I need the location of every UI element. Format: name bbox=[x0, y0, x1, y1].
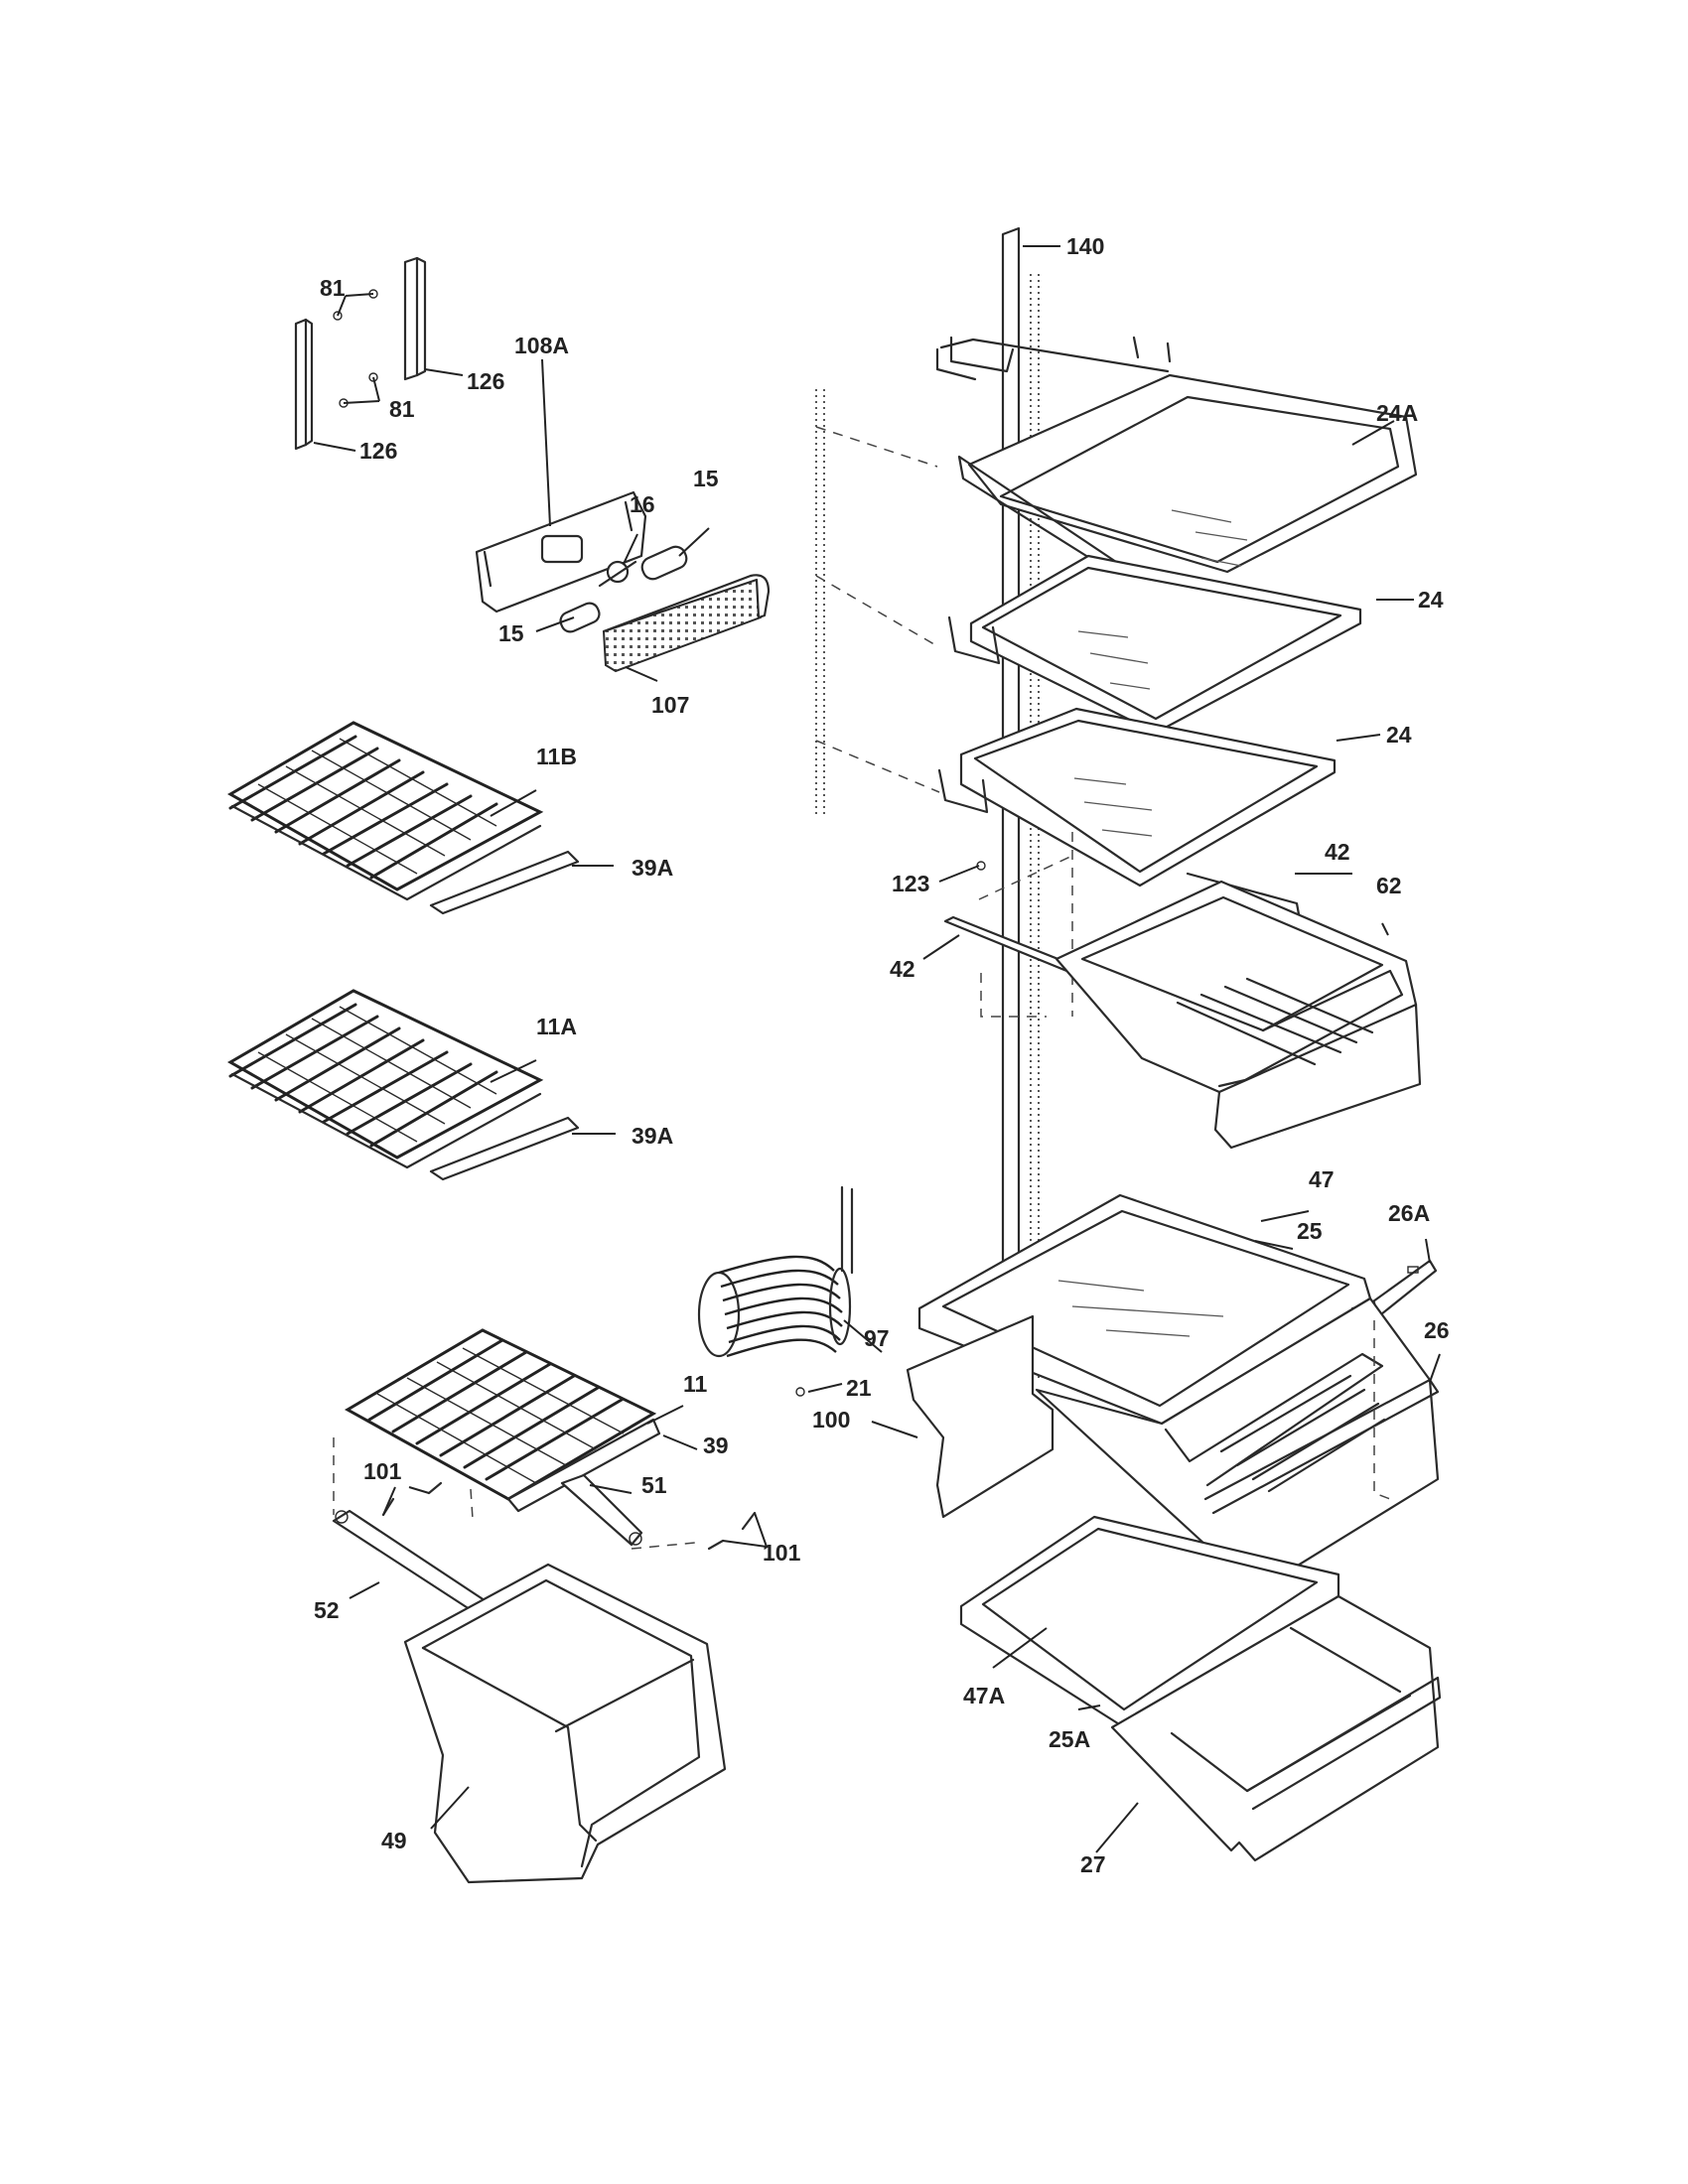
part-140-shelf-rail bbox=[815, 226, 1040, 1398]
callout-labels: 140 81 81 126 126 24A 108A 16 15 15 107 … bbox=[314, 233, 1450, 1877]
assembly-guides-bin bbox=[333, 1437, 696, 1550]
label-15: 15 bbox=[693, 466, 719, 491]
label-107: 107 bbox=[651, 692, 689, 718]
label-11B: 11B bbox=[536, 744, 577, 769]
label-49: 49 bbox=[381, 1828, 407, 1853]
part-49-door-bin bbox=[403, 1563, 727, 1884]
label-47: 47 bbox=[1309, 1166, 1335, 1192]
label-81: 81 bbox=[320, 275, 346, 301]
part-39-shelf-trim bbox=[506, 1418, 661, 1513]
part-24-glass-shelf-lower bbox=[937, 707, 1336, 887]
label-140: 140 bbox=[1066, 233, 1104, 259]
part-108A-light-housing bbox=[475, 490, 647, 614]
part-24-glass-shelf-upper bbox=[947, 554, 1362, 735]
label-39: 39 bbox=[703, 1433, 729, 1458]
part-27-lower-drawer bbox=[1110, 1594, 1442, 1862]
part-26-pantry-drawer bbox=[1035, 1297, 1440, 1602]
part-97-coil bbox=[697, 1185, 854, 1358]
label-42: 42 bbox=[890, 956, 915, 982]
label-27: 27 bbox=[1080, 1851, 1106, 1877]
label-101: 101 bbox=[363, 1458, 402, 1484]
label-101: 101 bbox=[763, 1540, 801, 1566]
label-52: 52 bbox=[314, 1597, 340, 1623]
part-126-bracket-pair bbox=[294, 256, 427, 451]
label-26: 26 bbox=[1424, 1317, 1450, 1343]
label-39A: 39A bbox=[632, 1123, 673, 1149]
part-47A-lower-cover-glass bbox=[981, 1527, 1319, 1711]
part-47-crisper-glass bbox=[941, 1209, 1350, 1408]
label-100: 100 bbox=[812, 1407, 850, 1433]
label-81: 81 bbox=[389, 396, 415, 422]
label-47A: 47A bbox=[963, 1683, 1005, 1708]
part-107-light-shield bbox=[602, 574, 771, 673]
label-126: 126 bbox=[467, 368, 504, 394]
part-11-wire-shelf bbox=[344, 1328, 657, 1501]
label-15: 15 bbox=[498, 620, 524, 646]
label-24A: 24A bbox=[1376, 400, 1418, 426]
part-39A-shelf-trim-lower bbox=[429, 1116, 580, 1181]
leader-lines bbox=[313, 245, 1441, 1853]
label-62: 62 bbox=[1376, 873, 1402, 898]
label-25: 25 bbox=[1297, 1218, 1323, 1244]
label-39A: 39A bbox=[632, 855, 673, 881]
part-16-socket bbox=[598, 560, 637, 588]
part-100-side-panel bbox=[906, 1314, 1055, 1519]
label-42: 42 bbox=[1325, 839, 1350, 865]
label-26A: 26A bbox=[1388, 1200, 1430, 1226]
label-97: 97 bbox=[864, 1325, 890, 1351]
label-16: 16 bbox=[630, 491, 655, 517]
label-123: 123 bbox=[892, 871, 929, 896]
part-11A-wire-shelf bbox=[226, 989, 544, 1169]
label-24: 24 bbox=[1418, 587, 1444, 613]
label-108A: 108A bbox=[514, 333, 569, 358]
part-15-bulbs bbox=[559, 545, 688, 633]
part-11B-wire-shelf bbox=[226, 721, 544, 901]
label-11A: 11A bbox=[536, 1014, 577, 1039]
part-51-shelf-support-right bbox=[560, 1473, 643, 1547]
label-11: 11 bbox=[683, 1371, 708, 1397]
part-21-screw bbox=[795, 1387, 805, 1397]
label-25A: 25A bbox=[1049, 1726, 1090, 1752]
assembly-guides-shelves bbox=[815, 426, 1073, 1018]
label-24: 24 bbox=[1386, 722, 1412, 748]
part-62-crisper-drawer bbox=[1055, 880, 1422, 1150]
label-126: 126 bbox=[359, 438, 397, 464]
part-24A-glass-shelf bbox=[935, 336, 1418, 578]
label-21: 21 bbox=[846, 1375, 872, 1401]
part-39A-shelf-trim-upper bbox=[429, 850, 580, 915]
part-101-screws bbox=[381, 1481, 757, 1551]
label-51: 51 bbox=[641, 1472, 667, 1498]
